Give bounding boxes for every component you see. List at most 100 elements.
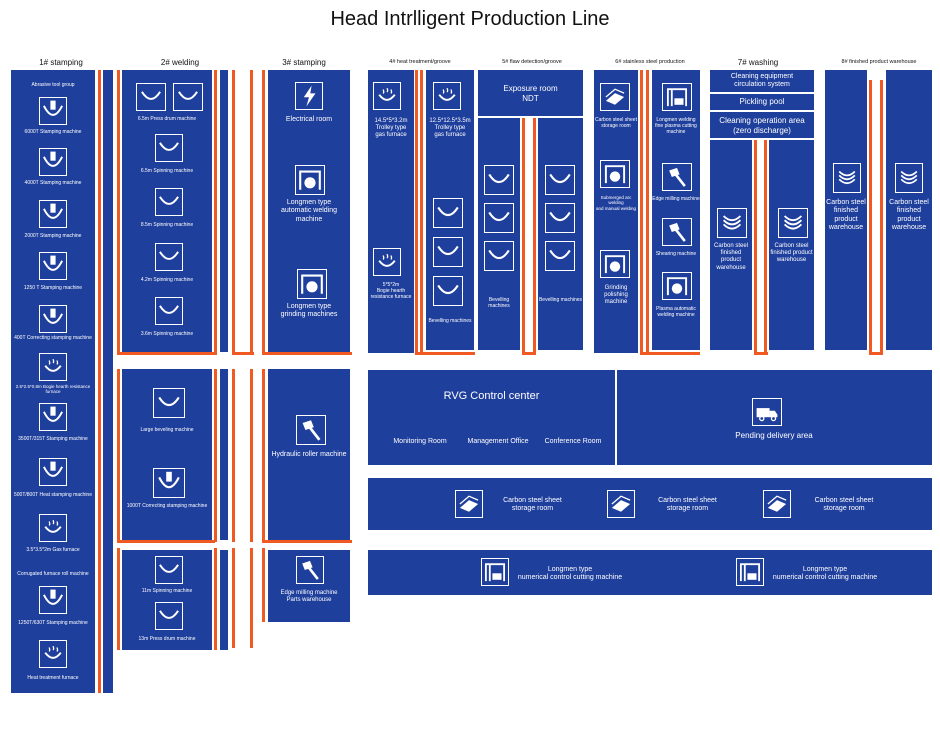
- dish-icon: [433, 237, 463, 267]
- stack-icon: [778, 208, 808, 238]
- zone8-stripe: [869, 80, 872, 355]
- zone2-label-3: 4.2m Spinning machine: [140, 277, 194, 283]
- zone2-side-block: [220, 70, 228, 352]
- stamp-icon: [39, 148, 67, 176]
- zone2-stripe: [214, 70, 217, 355]
- cutting-label-0: Longmen type numerical control cutting m…: [517, 566, 623, 582]
- stamp-icon: [39, 458, 67, 486]
- zone2-bot-block: [122, 550, 212, 650]
- zone4-stripe: [415, 70, 418, 355]
- zone5-right-label: Bevelling machines: [538, 297, 583, 303]
- zone1-label-10: Corrugated furnace roll machine: [17, 571, 89, 577]
- hammer-icon: [296, 556, 324, 584]
- zone1-stamping-block: [11, 70, 95, 693]
- hammer-icon: [662, 163, 692, 191]
- plate-icon: [763, 490, 791, 518]
- zone3-stripe: [262, 369, 265, 542]
- zone1-label-2: 4000T Stamping machine: [24, 180, 82, 186]
- zone1-label-1: 6000T Stamping machine: [24, 129, 82, 135]
- hammer-icon: [662, 218, 692, 246]
- divider-stripe: [250, 70, 253, 355]
- zone5-top-label: Exposure room NDT: [503, 84, 558, 103]
- zone8-stripe: [880, 80, 883, 355]
- grinder-icon: [600, 250, 630, 278]
- zone7-left-label: Carbon steel finished product warehouse: [713, 243, 749, 271]
- plate-icon: [607, 490, 635, 518]
- zone5-exposure-block: [478, 70, 583, 116]
- zone6-left-label-0: Carbon steel sheet storage room: [595, 117, 637, 129]
- stamp-icon: [39, 252, 67, 280]
- storage-label-2: Carbon steel sheet storage room: [814, 497, 874, 513]
- cutting-row-block: [368, 550, 932, 595]
- zone8-header: 8# finished product warehouse: [841, 59, 917, 65]
- zone6-stripe: [640, 352, 700, 355]
- dish-icon: [155, 134, 183, 162]
- dish-icon: [153, 388, 185, 418]
- zone7-cleaning-block: [710, 112, 814, 138]
- zone7-left-block: [710, 140, 752, 350]
- zone1-label-12: Heat treatment furnace: [27, 675, 79, 681]
- divider-stripe: [232, 548, 235, 648]
- stamp-icon: [153, 468, 185, 498]
- divider-stripe: [250, 369, 253, 542]
- stack-icon: [717, 208, 747, 238]
- zone2-stripe: [117, 369, 120, 542]
- zone5-left-label: Bevelling machines: [488, 297, 510, 309]
- divider-stripe: [250, 548, 253, 648]
- zone2-mid-label-1: 1000T Correcting stamping machine: [126, 503, 208, 509]
- zone2-side-block: [220, 550, 228, 650]
- stamp-icon: [39, 403, 67, 431]
- stamp-icon: [39, 586, 67, 614]
- zone3-label-2: Longmen type grinding machines: [280, 303, 338, 319]
- plate-icon: [600, 83, 630, 111]
- dish-icon: [433, 276, 463, 306]
- dish-icon: [545, 165, 575, 195]
- zone2-stripe: [117, 548, 120, 650]
- zone3-header: 3# stamping: [282, 58, 326, 67]
- conference-room-label: Conference Room: [544, 438, 602, 445]
- zone2-top-block: [122, 70, 212, 353]
- truck-icon: [752, 398, 782, 426]
- furnace-icon: [373, 82, 401, 110]
- zone3-bot-label: Edge milling machine Parts warehouse: [280, 590, 338, 604]
- zone7-top-label-1: Pickling pool: [739, 97, 785, 106]
- zone7-top-label-0: Cleaning equipment circulation system: [730, 73, 794, 89]
- dish-icon: [136, 83, 166, 111]
- zone4-label-a: 14.5*5*3.2m Trolley type gas furnace: [374, 118, 408, 139]
- gantry-icon: [662, 83, 692, 111]
- zone1-label-5: 400T Correcting stamping machine: [14, 335, 92, 341]
- page-title: Head Intrlligent Production Line: [330, 8, 610, 30]
- zone6-right-label-3: Plasma automatic welding machine: [656, 306, 696, 318]
- zone8-right-block: [886, 70, 932, 350]
- stamp-icon: [39, 97, 67, 125]
- rvg-control-center-block: [368, 370, 615, 465]
- zone6-stripe: [640, 70, 643, 355]
- zone8-left-label: Carbon steel finished product warehouse: [826, 199, 866, 232]
- dish-icon: [484, 241, 514, 271]
- pending-delivery-label: Pending delivery area: [735, 431, 813, 440]
- electrical-icon: [295, 82, 323, 110]
- zone2-stripe: [214, 369, 217, 542]
- zone2-stripe: [117, 540, 215, 543]
- zone2-label-1: 6.5m Spinning machine: [140, 168, 194, 174]
- zone3-top-block: [268, 70, 350, 353]
- zone5-header: 5# flaw detection/groove: [502, 59, 562, 65]
- zone2-mid-label-0: Large beveling machine: [140, 427, 194, 433]
- zone3-mid-block: [268, 369, 350, 540]
- zone1-label-6: 2.5*2.5*0.8m Bogie hearth resistance fur…: [15, 384, 91, 395]
- zone7-pickling-block: [710, 94, 814, 110]
- zone2-label-4: 3.6m Spinning machine: [140, 331, 194, 337]
- zone2-stripe: [117, 352, 215, 355]
- zone1-label-3: 2000T Stamping machine: [24, 233, 82, 239]
- zone7-top-label-2: Cleaning operation area (zero discharge): [719, 116, 805, 135]
- furnace-icon: [433, 82, 461, 110]
- zone4-left-block: [368, 70, 414, 353]
- zone1-label-11: 1250T/630T Stamping machine: [18, 620, 88, 626]
- zone2-header: 2# welding: [160, 58, 200, 67]
- zone5-left-block: [478, 118, 520, 350]
- gantry-icon: [736, 558, 764, 586]
- zone6-right-label-0: Longmen welding fine plasma cutting mach…: [655, 117, 697, 135]
- zone4-stripe: [415, 352, 475, 355]
- zone6-right-label-2: Shearing machine: [655, 251, 697, 257]
- zone4-label-b: 5*5*2m Bogie hearth resistance furnace: [370, 282, 412, 300]
